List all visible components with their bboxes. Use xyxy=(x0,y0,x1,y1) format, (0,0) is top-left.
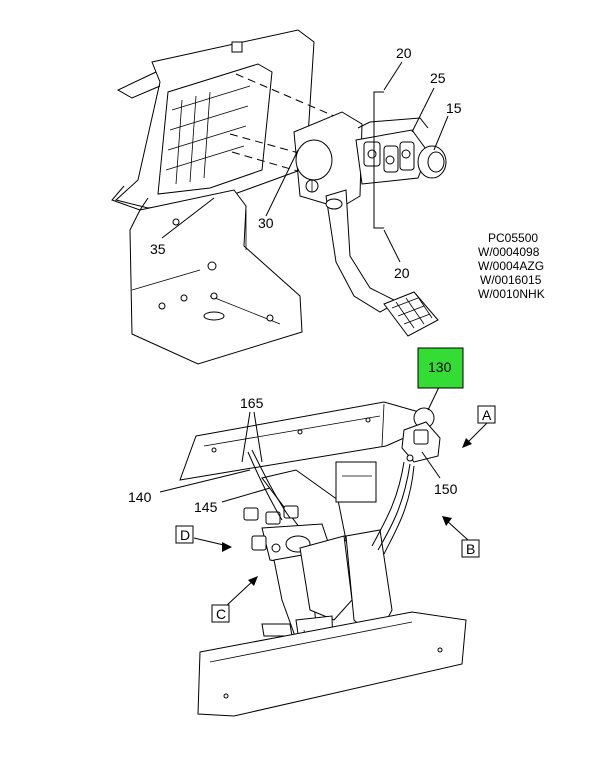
callout-30: 30 xyxy=(258,215,274,231)
view-c-box xyxy=(211,604,230,623)
view-d-box xyxy=(175,525,194,544)
callout-140: 140 xyxy=(128,489,152,505)
view-a-box xyxy=(477,405,496,424)
view-a-label: A xyxy=(482,407,492,423)
callout-20-top: 20 xyxy=(396,45,412,61)
callout-130-highlight[interactable] xyxy=(417,347,464,389)
reference-line-3: W/0004AZG xyxy=(478,259,544,273)
view-b-box xyxy=(461,539,480,558)
reference-line-2: W/0004098 xyxy=(478,245,540,259)
upper-pedal-assembly xyxy=(111,29,449,365)
reference-line-1: PC05500 xyxy=(488,231,538,245)
reference-line-5: W/0010NHK xyxy=(478,287,545,301)
view-c-label: C xyxy=(216,606,226,622)
callout-130: 130 xyxy=(428,359,452,375)
callout-20-bottom: 20 xyxy=(394,265,410,281)
view-b-label: B xyxy=(466,541,475,557)
callout-35: 35 xyxy=(150,241,166,257)
callout-25: 25 xyxy=(430,70,446,86)
lower-cab-assembly xyxy=(159,384,491,717)
callout-145: 145 xyxy=(194,499,218,515)
reference-line-4: W/0016015 xyxy=(480,273,542,287)
callout-15: 15 xyxy=(446,100,462,116)
callout-165: 165 xyxy=(240,395,264,411)
callout-150: 150 xyxy=(434,481,458,497)
view-d-label: D xyxy=(180,527,190,543)
